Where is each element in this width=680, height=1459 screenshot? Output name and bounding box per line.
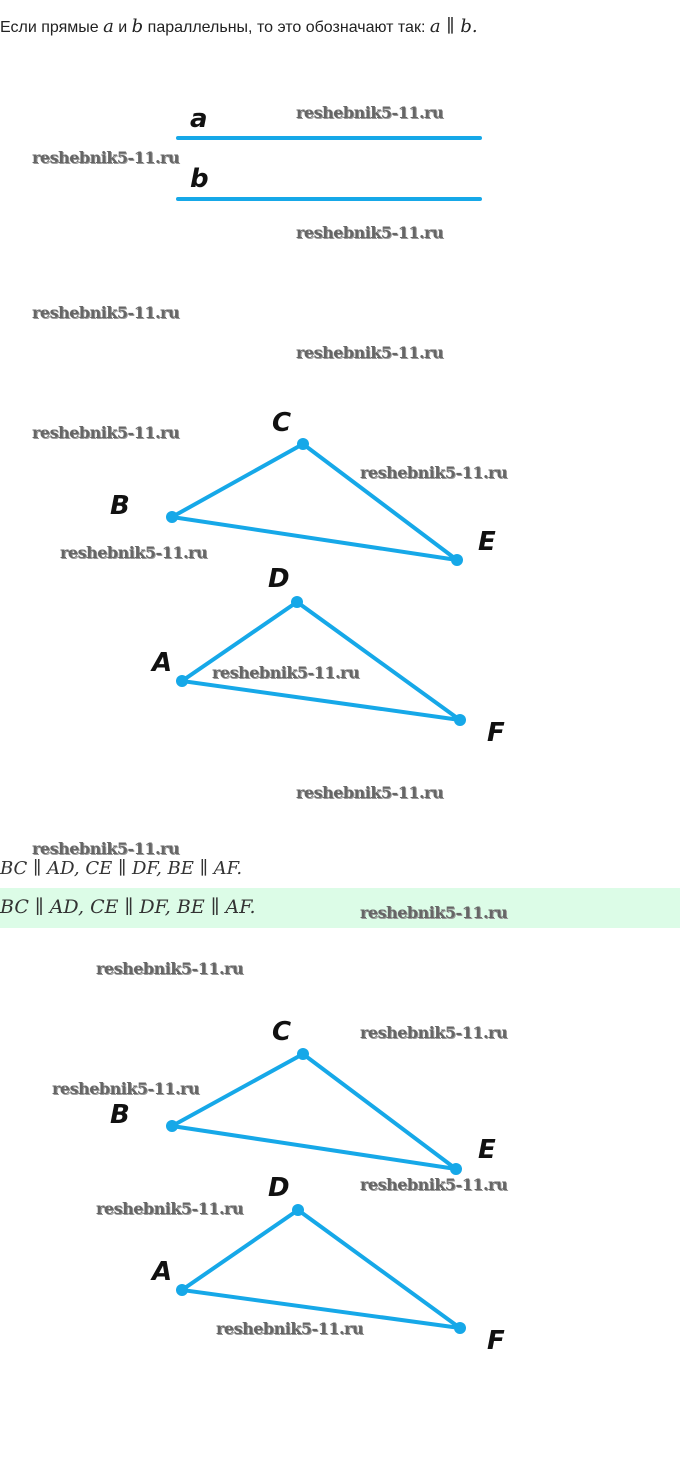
intro-part: параллельны, то это обозначают так: <box>143 19 430 36</box>
watermark: reshebnik5-11.ru <box>60 543 208 562</box>
intro-part: Если прямые <box>0 19 104 36</box>
triangle-daf-1 <box>176 599 462 722</box>
watermark: reshebnik5-11.ru <box>32 839 180 858</box>
label-c: C <box>272 1017 292 1047</box>
statement: BC ∥ AD, CE ∥ DF, BE ∥ AF. <box>0 858 243 879</box>
watermark: reshebnik5-11.ru <box>32 148 180 167</box>
watermark: reshebnik5-11.ru <box>52 1079 200 1098</box>
watermark: reshebnik5-11.ru <box>360 903 508 922</box>
point <box>297 438 309 450</box>
point <box>166 511 178 523</box>
point <box>292 1204 304 1216</box>
point <box>454 714 466 726</box>
label-b: B <box>110 1100 130 1130</box>
watermark: reshebnik5-11.ru <box>32 303 180 322</box>
label-a: A <box>152 1257 173 1287</box>
triangle-bce-2 <box>165 1051 458 1171</box>
answer: BC ∥ AD, CE ∥ DF, BE ∥ AF. <box>0 896 256 918</box>
point <box>291 596 303 608</box>
watermark: reshebnik5-11.ru <box>216 1319 364 1338</box>
triangle-bce-1 <box>165 441 459 562</box>
label-b: B <box>110 491 130 521</box>
label-c: C <box>272 408 292 438</box>
label-f: F <box>487 1326 505 1356</box>
watermark: reshebnik5-11.ru <box>360 1023 508 1042</box>
parallel-formula: a ∥ b. <box>429 16 478 37</box>
point <box>176 1284 188 1296</box>
point <box>297 1048 309 1060</box>
watermark: reshebnik5-11.ru <box>360 463 508 482</box>
watermark: reshebnik5-11.ru <box>360 1175 508 1194</box>
point <box>451 554 463 566</box>
point <box>166 1120 178 1132</box>
label-a: a <box>190 104 208 134</box>
watermark: reshebnik5-11.ru <box>96 1199 244 1218</box>
label-a: A <box>152 648 173 678</box>
watermark: reshebnik5-11.ru <box>296 343 444 362</box>
watermark: reshebnik5-11.ru <box>212 663 360 682</box>
watermark: reshebnik5-11.ru <box>296 103 444 122</box>
label-d: D <box>268 564 290 594</box>
watermark: reshebnik5-11.ru <box>296 223 444 242</box>
var-b: b <box>131 16 144 37</box>
answer-box <box>0 888 680 928</box>
label-d: D <box>268 1173 290 1203</box>
var-a: a <box>103 16 114 37</box>
point <box>176 675 188 687</box>
intro-text: Если прямые a и b параллельны, то это об… <box>0 16 478 37</box>
label-e: E <box>478 527 496 557</box>
watermark: reshebnik5-11.ru <box>296 783 444 802</box>
label-e: E <box>478 1135 496 1165</box>
label-b: b <box>190 164 209 194</box>
point <box>450 1163 462 1175</box>
watermark: reshebnik5-11.ru <box>32 423 180 442</box>
triangle-daf-2 <box>176 1207 462 1330</box>
watermark: reshebnik5-11.ru <box>96 959 244 978</box>
point <box>454 1322 466 1334</box>
intro-part: и <box>113 19 132 36</box>
label-f: F <box>487 718 505 748</box>
